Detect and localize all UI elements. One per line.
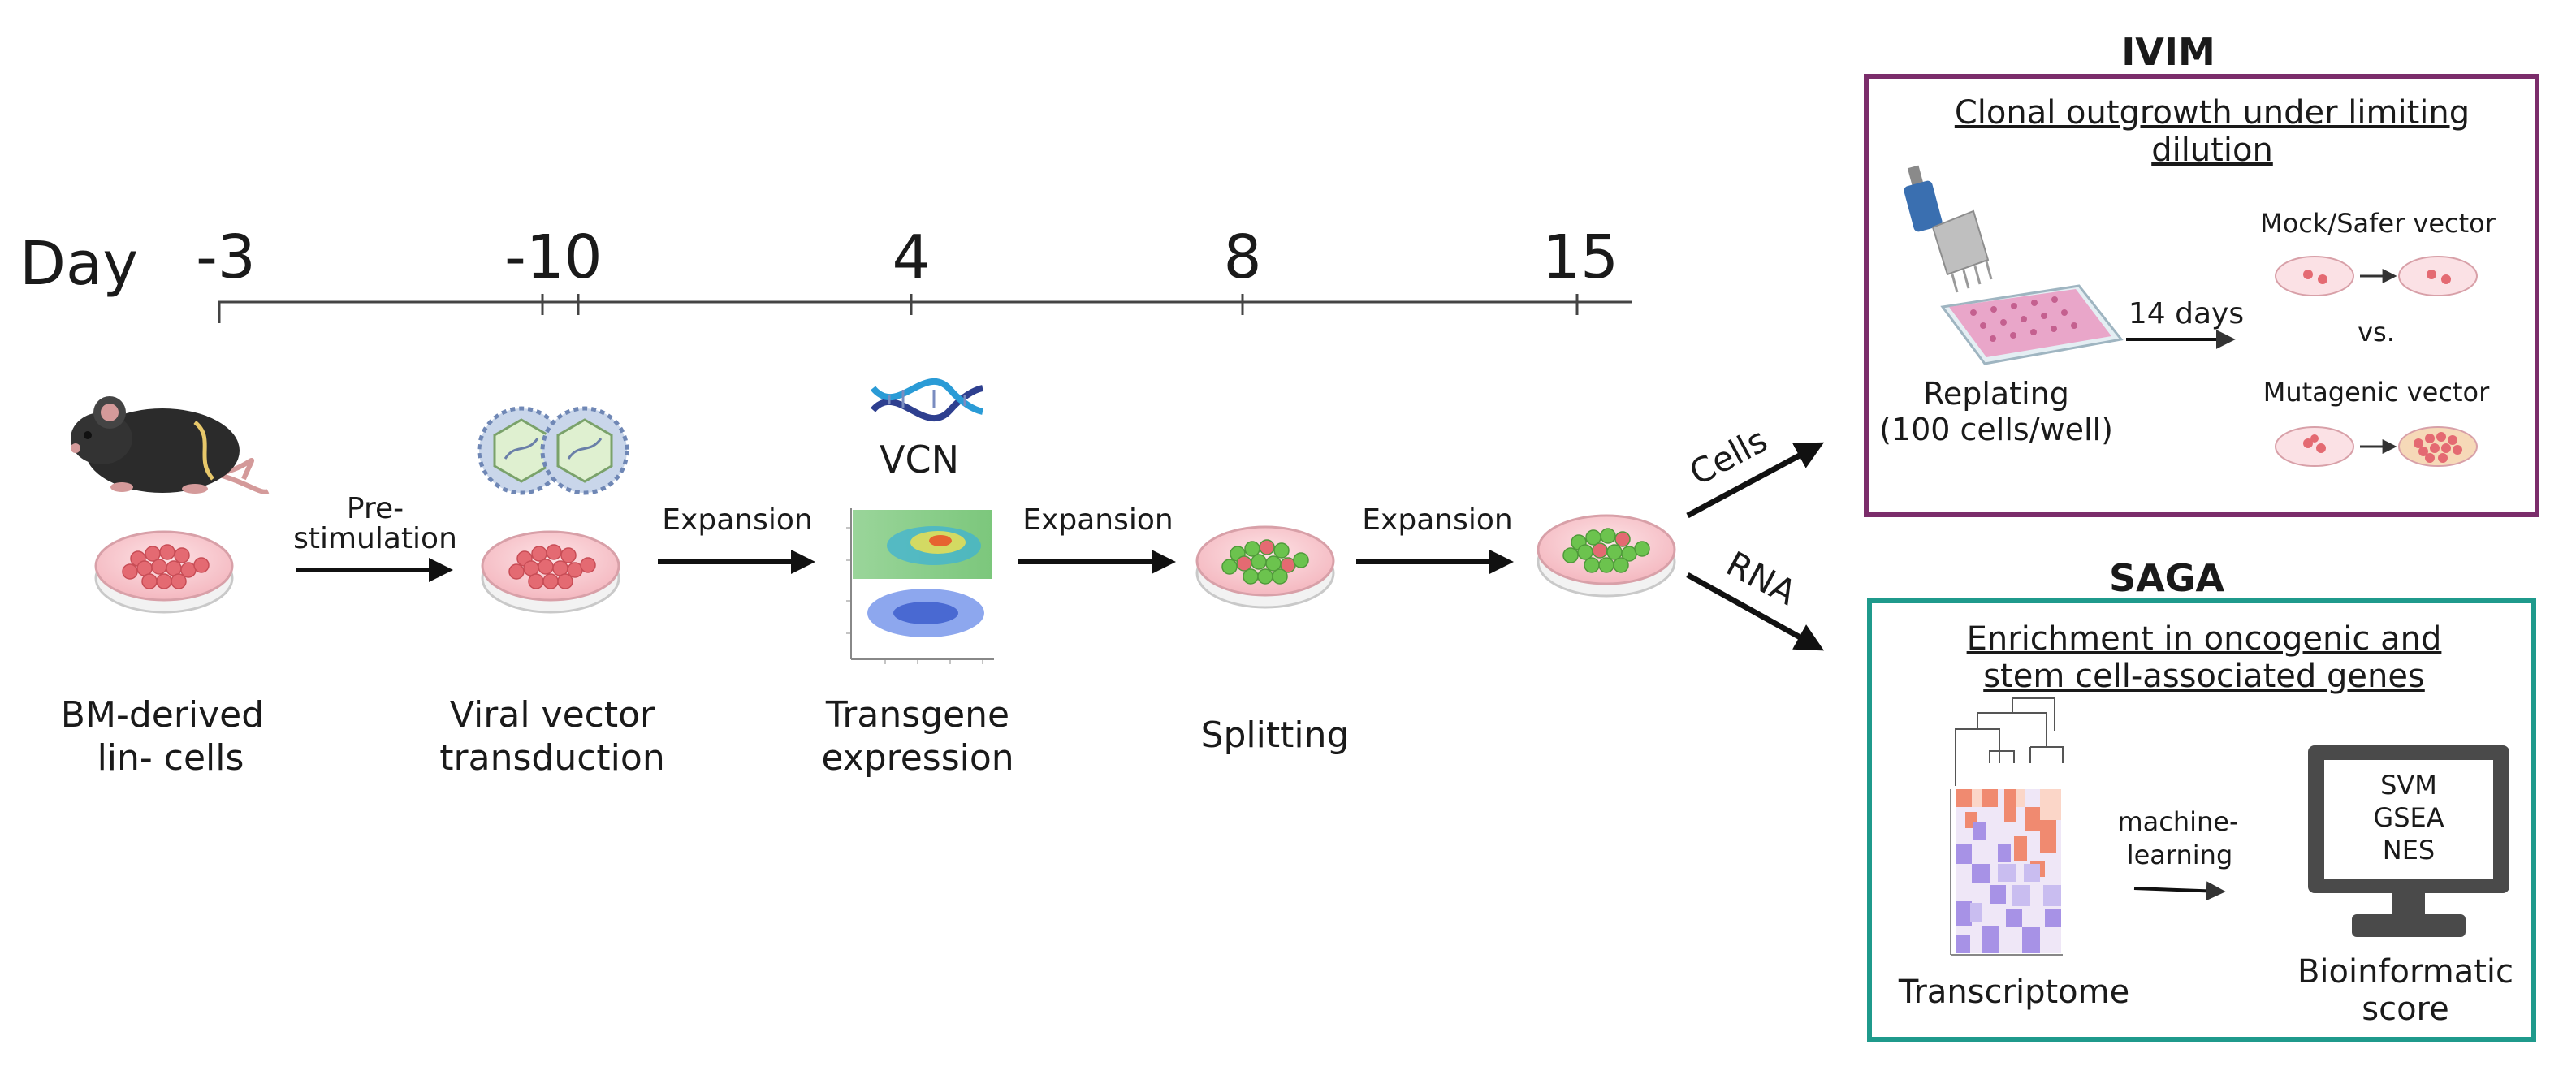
expansion-label: Expansion [1362,503,1512,537]
tick-label: 8 [1223,222,1261,292]
ivim-subtitle: dilution [2151,132,2273,169]
score-label: score [2362,991,2448,1028]
ivim-panel [1864,74,2539,517]
monitor-gsea: GSEA [2373,802,2444,833]
transduction-label: Viral vector [450,694,655,736]
splitting-label: Splitting [1201,715,1350,756]
prestim-label: stimulation [293,522,457,555]
tick-label: 4 [892,222,930,292]
ivim-title: IVIM [2121,30,2215,74]
bm-cells-label: lin- cells [97,737,244,779]
mutagenic-dish-before [2275,426,2354,467]
score-label: Bioinformatic [2297,953,2513,991]
expansion-label: Expansion [662,503,812,537]
saga-subtitle: stem cell-associated genes [1983,658,2425,695]
mutagenic-dish-after [2398,426,2478,467]
petri-dish-3 [1195,525,1335,609]
transduction-label: transduction [439,737,664,779]
days-label: 14 days [2129,297,2244,330]
saga-title: SAGA [2109,556,2224,600]
monitor-svm: SVM [2380,770,2437,801]
flow-cytometry-plot [846,508,994,664]
mock-dish-before [2275,256,2354,296]
expansion-label: Expansion [1022,503,1173,537]
tick-label: 15 [1542,222,1619,292]
ivim-subtitle: Clonal outgrowth under limiting [1955,94,2470,132]
pipette-icon [1904,165,1993,293]
rna-arrow [1686,572,1825,651]
ml-arrow [2133,881,2226,901]
transgene-label: Transgene [825,694,1009,736]
petri-dish-4 [1537,514,1676,598]
timeline: Day -3 -1 0 4 8 15 [19,222,1632,323]
petri-dish-2 [481,530,620,614]
cells-label: Cells [1683,420,1774,493]
monitor-icon [2308,745,2509,937]
mouse-icon [71,396,270,494]
dna-icon [870,378,983,422]
petri-dish-1 [94,530,234,614]
transcriptome-label: Transcriptome [1898,974,2129,1011]
ml-label: machine- [2117,806,2238,837]
vs-label: vs. [2358,317,2395,348]
cells-arrow [1686,442,1825,519]
mutagenic-vector-label: Mutagenic vector [2263,377,2490,408]
mock-vector-label: Mock/Safer vector [2260,208,2496,239]
heatmap [1950,789,2063,956]
monitor-nes: NES [2383,835,2435,866]
saga-subtitle: Enrichment in oncogenic and [1967,620,2442,658]
mock-dish-after [2398,256,2478,296]
saga-panel [1867,598,2536,1042]
ml-label: learning [2127,840,2233,870]
replating-label: Replating [1923,376,2069,412]
bm-cells-label: BM-derived [61,694,264,736]
tick-label: -1 [504,222,564,292]
virus-icon [477,406,629,495]
tick-label: -3 [196,222,256,292]
transgene-label: expression [821,737,1014,779]
day-label: Day [19,229,138,299]
dendrogram [1955,697,2064,786]
well-plate-icon [1940,284,2124,365]
vcn-label: VCN [880,438,959,481]
tick-label: 0 [564,222,602,292]
prestim-label: Pre- [347,492,404,525]
replating-label: (100 cells/well) [1879,412,2113,447]
